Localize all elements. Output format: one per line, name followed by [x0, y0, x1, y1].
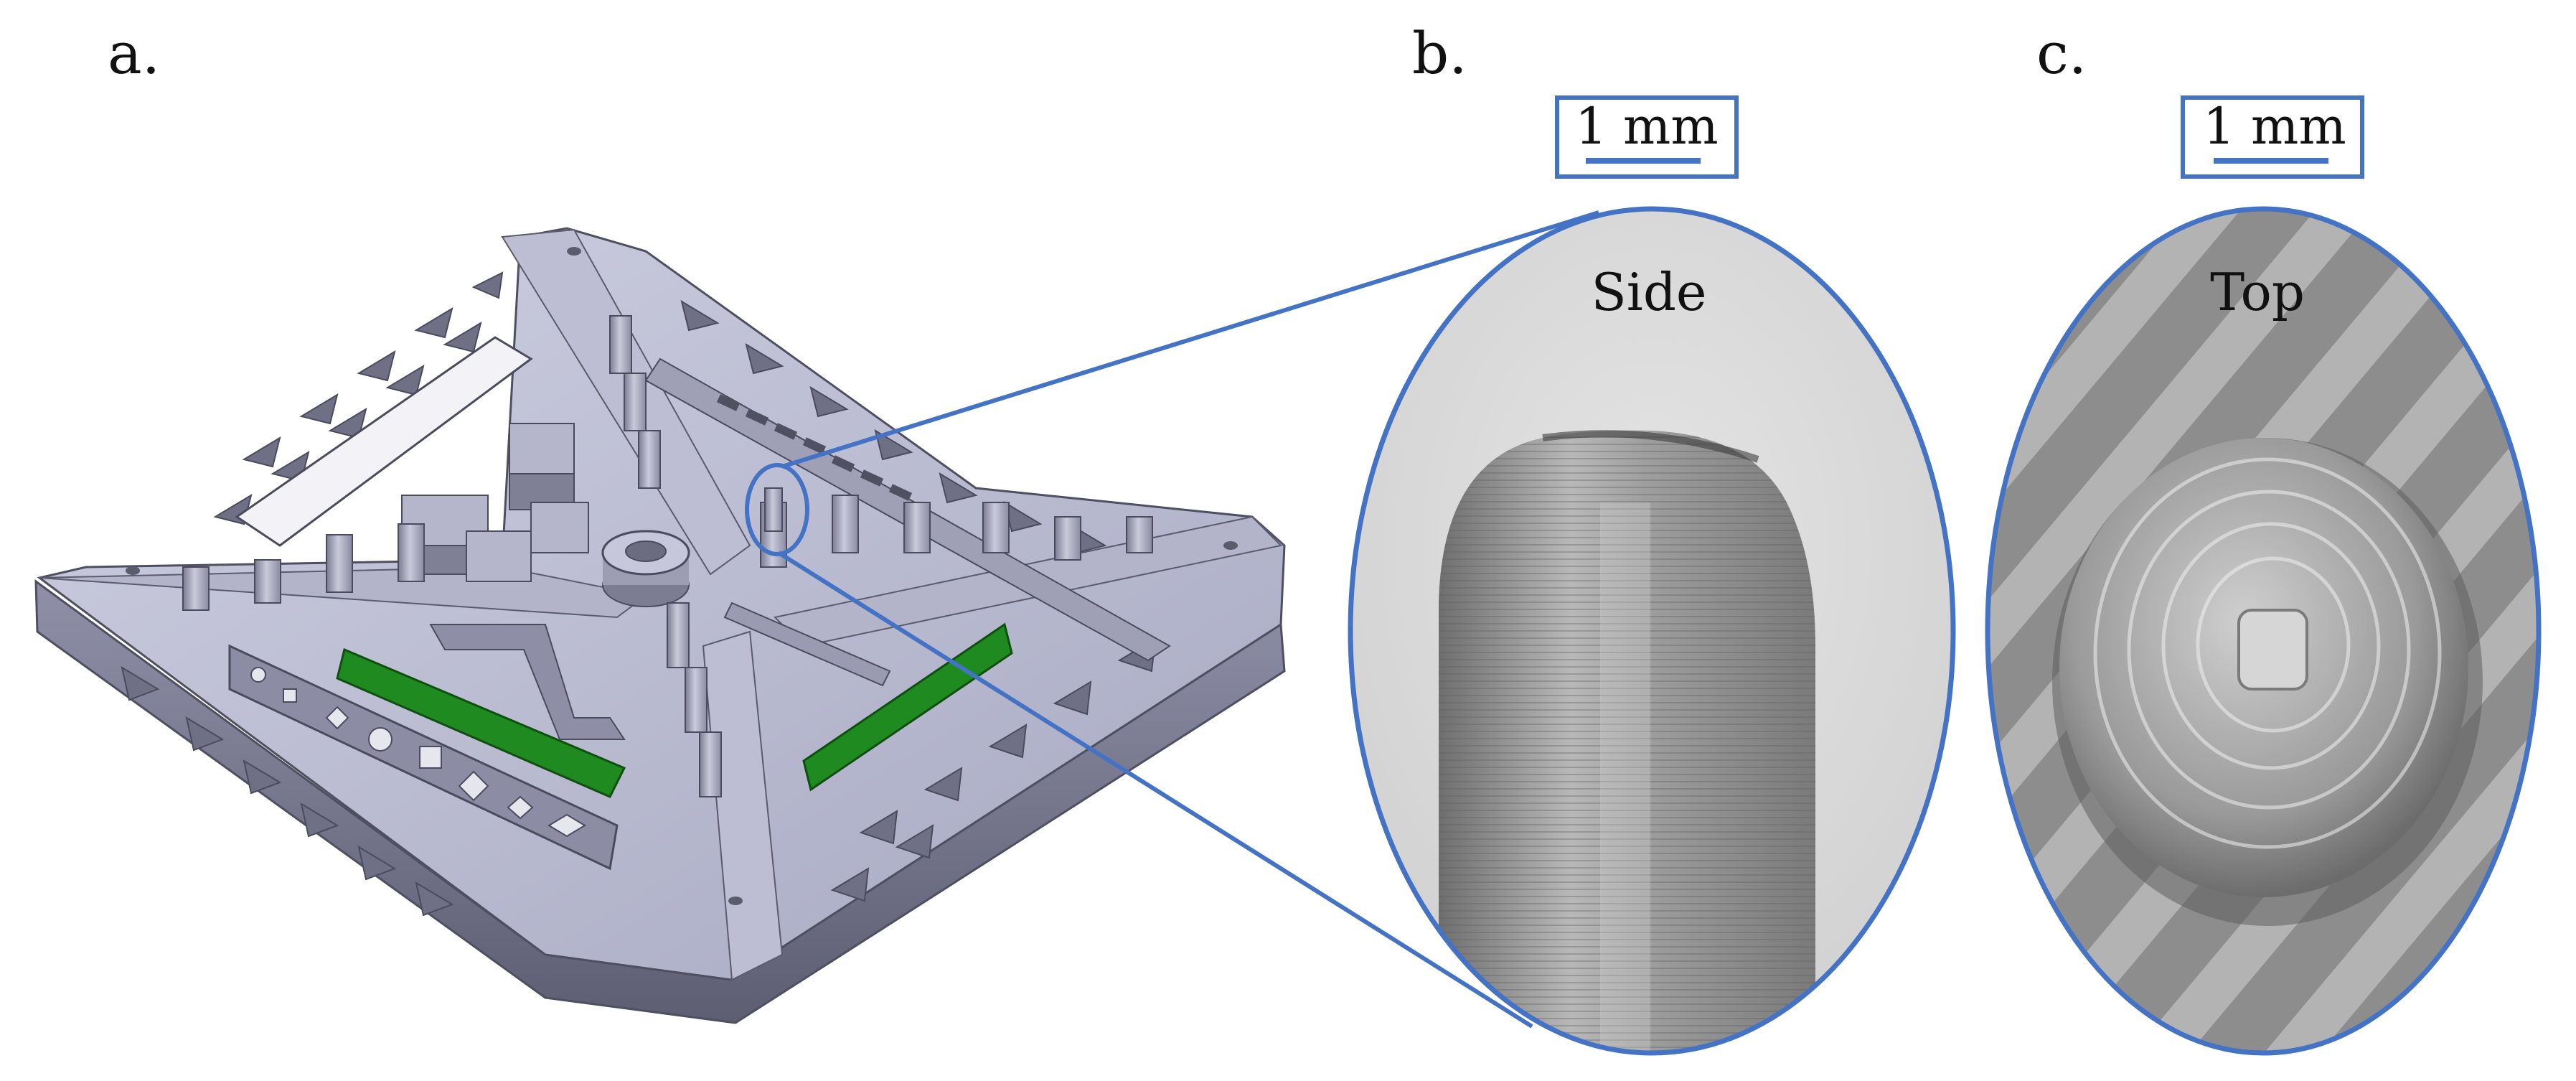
panel-c: c. 1 mm Top: [1985, 20, 2542, 1056]
panel-b-label: b.: [1412, 20, 1467, 87]
panel-b: b. 1 mm Side: [1348, 20, 1956, 1056]
top-photo-frame: [1985, 206, 2542, 1056]
scale-bar-b: 1 mm: [1555, 95, 1739, 179]
top-view-label: Top: [2210, 262, 2305, 322]
scale-bar-c-label: 1 mm: [2203, 97, 2346, 156]
cad-part-render-icon: [34, 227, 1286, 1024]
scale-bar-b-label: 1 mm: [1575, 97, 1719, 156]
pillar-group: [182, 315, 1153, 797]
magnified-pillar-side-photo-icon: [1350, 209, 1953, 1053]
magnified-pillar-top-photo-icon: [1988, 209, 2539, 1053]
panel-a: a.: [34, 20, 1286, 1024]
side-photo-frame: [1348, 206, 1956, 1056]
zoom-source-marker: [745, 463, 809, 556]
zoom-connectors: [777, 210, 1599, 1029]
panel-a-label: a.: [108, 20, 160, 87]
side-view-label: Side: [1591, 262, 1706, 322]
panel-c-label: c.: [2036, 20, 2087, 87]
scale-bar-c: 1 mm: [2181, 95, 2364, 179]
